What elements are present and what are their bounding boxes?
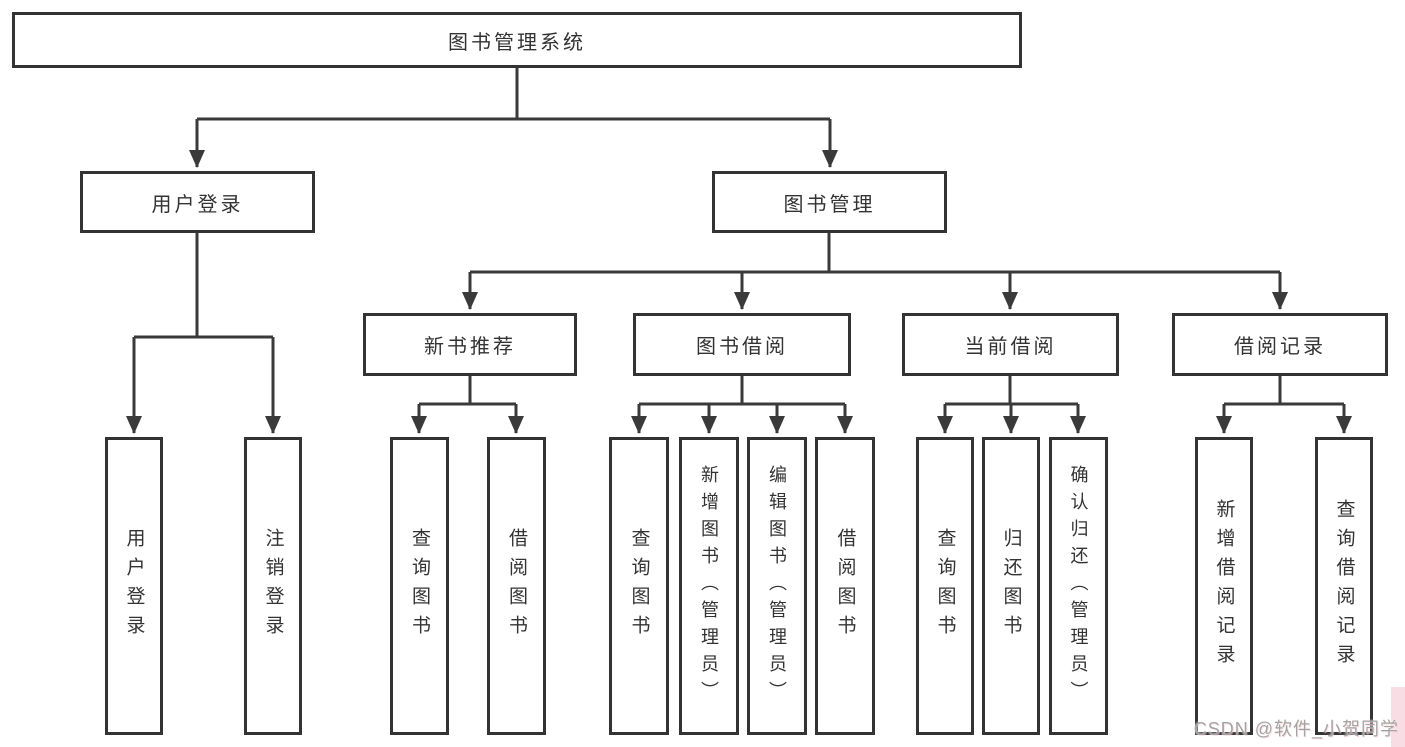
node-current-borrow-label: 当前借阅 (964, 336, 1057, 358)
leaf-logout: 注销登录 (244, 437, 302, 735)
leaf-query-books-current-label: 查询图书 (934, 528, 956, 644)
leaf-query-books-recommend-label: 查询图书 (409, 528, 430, 644)
leaf-confirm-return-admin: 确认归还（管理员） (1049, 437, 1108, 735)
node-book-borrow: 图书借阅 (633, 313, 851, 376)
node-user-login: 用户登录 (80, 171, 315, 233)
leaf-borrow-books-label: 借阅图书 (834, 528, 856, 644)
leaf-return-books: 归还图书 (982, 437, 1040, 735)
node-user-login-label: 用户登录 (151, 193, 244, 216)
leaf-query-books-current: 查询图书 (916, 437, 974, 735)
node-new-book-recommend: 新书推荐 (363, 313, 577, 376)
leaf-query-books-borrow-label: 查询图书 (628, 528, 650, 644)
node-book-management: 图书管理 (712, 171, 947, 233)
leaf-borrow-books-recommend: 借阅图书 (487, 437, 546, 735)
node-current-borrow: 当前借阅 (902, 313, 1119, 376)
leaf-edit-books-admin: 编辑图书（管理员） (747, 437, 807, 735)
leaf-confirm-return-admin-label: 确认归还（管理员） (1068, 464, 1089, 708)
leaf-logout-label: 注销登录 (262, 528, 284, 644)
leaf-add-borrow-record: 新增借阅记录 (1195, 437, 1253, 735)
node-root-library-system: 图书管理系统 (12, 12, 1022, 68)
leaf-borrow-books: 借阅图书 (815, 437, 875, 735)
leaf-user-login: 用户登录 (105, 437, 163, 735)
leaf-edit-books-admin-label: 编辑图书（管理员） (767, 464, 787, 708)
leaf-add-books-admin-label: 新增图书（管理员） (699, 464, 719, 708)
leaf-query-borrow-record-label: 查询借阅记录 (1333, 499, 1355, 673)
leaf-add-books-admin: 新增图书（管理员） (679, 437, 739, 735)
node-book-borrow-label: 图书借阅 (696, 336, 788, 358)
node-book-management-label: 图书管理 (783, 193, 876, 216)
leaf-borrow-books-recommend-label: 借阅图书 (506, 528, 527, 644)
leaf-query-books-borrow: 查询图书 (609, 437, 669, 735)
leaf-return-books-label: 归还图书 (1000, 528, 1022, 644)
csdn-watermark: CSDN @软件_小贺同学 (1193, 719, 1399, 739)
leaf-query-books-recommend: 查询图书 (390, 437, 449, 735)
node-borrow-records: 借阅记录 (1172, 313, 1388, 376)
watermark-pink-strip (1391, 687, 1405, 747)
node-root-label: 图书管理系统 (448, 31, 586, 54)
node-borrow-records-label: 借阅记录 (1234, 336, 1326, 358)
leaf-add-borrow-record-label: 新增借阅记录 (1213, 499, 1235, 673)
leaf-user-login-label: 用户登录 (123, 528, 145, 644)
leaf-query-borrow-record: 查询借阅记录 (1315, 437, 1373, 735)
node-new-book-recommend-label: 新书推荐 (424, 336, 516, 358)
